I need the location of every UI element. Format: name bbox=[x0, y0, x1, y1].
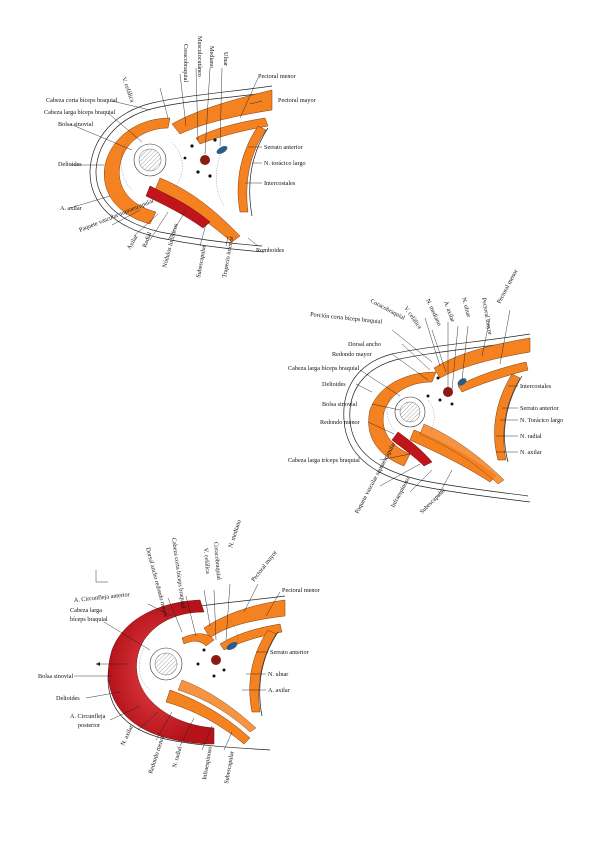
diagram-top-leaders bbox=[69, 67, 263, 247]
label-serrato-anterior: Serrato anterior bbox=[264, 144, 303, 151]
label-a-axilar-bottom: A. axilar bbox=[268, 687, 290, 694]
diagram-bottom bbox=[95, 570, 286, 751]
label-cabeza-larga-triceps: Cabeza larga tríceps braquial bbox=[288, 457, 360, 464]
label-serrato-anterior-mid: Serrato anterior bbox=[520, 405, 559, 412]
label-bolsa-sinovial-mid: Bolsa sinovial bbox=[322, 401, 358, 408]
label-n-mediano-mid: N. mediano bbox=[424, 298, 443, 327]
label-intercostales: Intercostales bbox=[264, 180, 296, 187]
label-deltoides-bottom: Deltoides bbox=[56, 695, 80, 702]
label-dorsal-ancho: Dorsal ancho bbox=[348, 341, 381, 348]
label-musculocutaneo: Musculocutáneo bbox=[196, 36, 203, 77]
label-a-circunfleja-anterior: A. Circunfleja anterior bbox=[73, 591, 130, 604]
label-a-circunfleja-posterior-2: posterior bbox=[78, 722, 100, 729]
label-pectoral-mayor: Pectoral mayor bbox=[278, 97, 316, 104]
pectoral-menor-shape bbox=[195, 117, 269, 145]
label-mediano: Mediano bbox=[208, 46, 215, 68]
pectoral-mayor-shape bbox=[171, 89, 273, 135]
label-redondo-menor: Redondo menor bbox=[320, 419, 360, 426]
label-n-toracico-largo: N. torácico largo bbox=[264, 160, 306, 167]
deltoides-red-region bbox=[108, 599, 215, 745]
humerus-trabecular bbox=[138, 148, 162, 172]
label-romboides: Romboides bbox=[256, 247, 285, 254]
label-cabeza-corta-biceps: Cabeza corta bíceps braquial bbox=[46, 97, 118, 104]
label-cabeza-larga-biceps: Cabeza larga bíceps braquial bbox=[44, 109, 115, 116]
axillary-vein-dot bbox=[216, 146, 228, 154]
label-bolsa-sinovial-bottom: Bolsa sinovial bbox=[38, 673, 74, 680]
subescapular-shape bbox=[154, 177, 241, 243]
label-cabeza-larga-bottom: Cabeza larga bbox=[70, 607, 102, 614]
label-pectoral-mayor-mid: Pectoral mayor bbox=[480, 297, 493, 335]
label-dorsal-ancho-bottom: Dorsal ancho redondo mayor bbox=[144, 547, 169, 618]
label-deltoides: Deltoides bbox=[58, 161, 82, 168]
label-n-mediano-bottom: N. mediano bbox=[227, 519, 243, 549]
label-v-cefalica-mid: V. cefálica bbox=[402, 305, 423, 331]
label-redondo-menor-bottom: Redondo menor bbox=[147, 735, 166, 775]
diagram-bottom-labels: Dorsal ancho redondo mayor Cabeza corta … bbox=[38, 519, 320, 784]
label-pectoral-menor-bottom: Pectoral menor bbox=[282, 587, 320, 594]
label-n-toracico-largo-mid: N. Torácico largo bbox=[520, 417, 563, 424]
label-nodulos-linfaticos: Nódulos linfáticos bbox=[161, 222, 180, 268]
label-infraespinoso-bottom: Infraespinoso bbox=[201, 746, 214, 780]
label-bolsa-sinovial: Bolsa sinovial bbox=[58, 121, 94, 128]
label-porcion-corta-biceps: Porción corta bíceps braquial bbox=[310, 311, 383, 326]
label-subescapular-bottom: Subescapular bbox=[223, 751, 236, 785]
label-pectoral-mayor-bottom: Pectoral mayor bbox=[250, 549, 279, 583]
label-redondo-mayor: Redondo mayor bbox=[332, 351, 372, 358]
label-coracobraquial: Coracobraquial bbox=[182, 44, 189, 82]
label-axilar: Axilar bbox=[126, 234, 140, 251]
diagram-middle-leaders bbox=[355, 309, 518, 497]
label-v-cefalica-bottom: V. cefálica bbox=[202, 548, 211, 575]
label-n-radial-bottom: N. radial bbox=[171, 746, 183, 769]
label-n-radial-mid: N. radial bbox=[520, 433, 542, 440]
diagram-middle-labels: Porción corta bíceps braquial Coracobraq… bbox=[288, 268, 563, 515]
label-pectoral-menor-mid: Pectoral menor bbox=[496, 268, 520, 305]
label-serrato-anterior-bottom: Serrato anterior bbox=[270, 649, 309, 656]
label-n-ulnar-bottom: N. ulnar bbox=[268, 671, 288, 678]
label-n-axilar-bottom: N. axilar bbox=[119, 724, 134, 747]
label-subescapular: Subescapular bbox=[195, 245, 208, 279]
diagram-bottom-leaders bbox=[74, 583, 281, 751]
diagram-middle bbox=[343, 333, 531, 503]
label-deltoides-mid: Deltoides bbox=[322, 381, 346, 388]
diagram-top bbox=[89, 85, 273, 253]
label-coracobraquial-bottom: Coracobraquial bbox=[212, 542, 222, 581]
label-a-axilar: A. axilar bbox=[60, 205, 82, 212]
label-cabeza-larga-biceps-mid: Cabeza larga bíceps braquial bbox=[288, 365, 359, 372]
label-pectoral-menor: Pectoral menor bbox=[258, 73, 296, 80]
label-biceps-braquial-bottom: bíceps braquial bbox=[70, 616, 108, 623]
deltoides-shape bbox=[103, 117, 171, 225]
label-subescapular-mid: Subescapular bbox=[418, 487, 446, 515]
label-v-cefalica: V. cefálica bbox=[120, 76, 136, 103]
label-intercostales-mid: Intercostales bbox=[520, 383, 552, 390]
label-a-axilar-mid: A. axilar bbox=[442, 300, 456, 323]
serrato-anterior-shape bbox=[237, 125, 267, 213]
label-n-ulnar-mid: N. ulnar bbox=[460, 297, 472, 318]
axillary-artery-dot bbox=[200, 155, 210, 165]
label-a-circunfleja-posterior-1: A. Circunfleja bbox=[70, 713, 106, 720]
label-ulnar: Ulnar bbox=[222, 52, 229, 66]
label-cabeza-corta-biceps-bottom: Cabeza corta bíceps braquial bbox=[170, 537, 187, 609]
label-n-axilar-mid: N. axilar bbox=[520, 449, 542, 456]
subescapular-red bbox=[145, 185, 211, 229]
